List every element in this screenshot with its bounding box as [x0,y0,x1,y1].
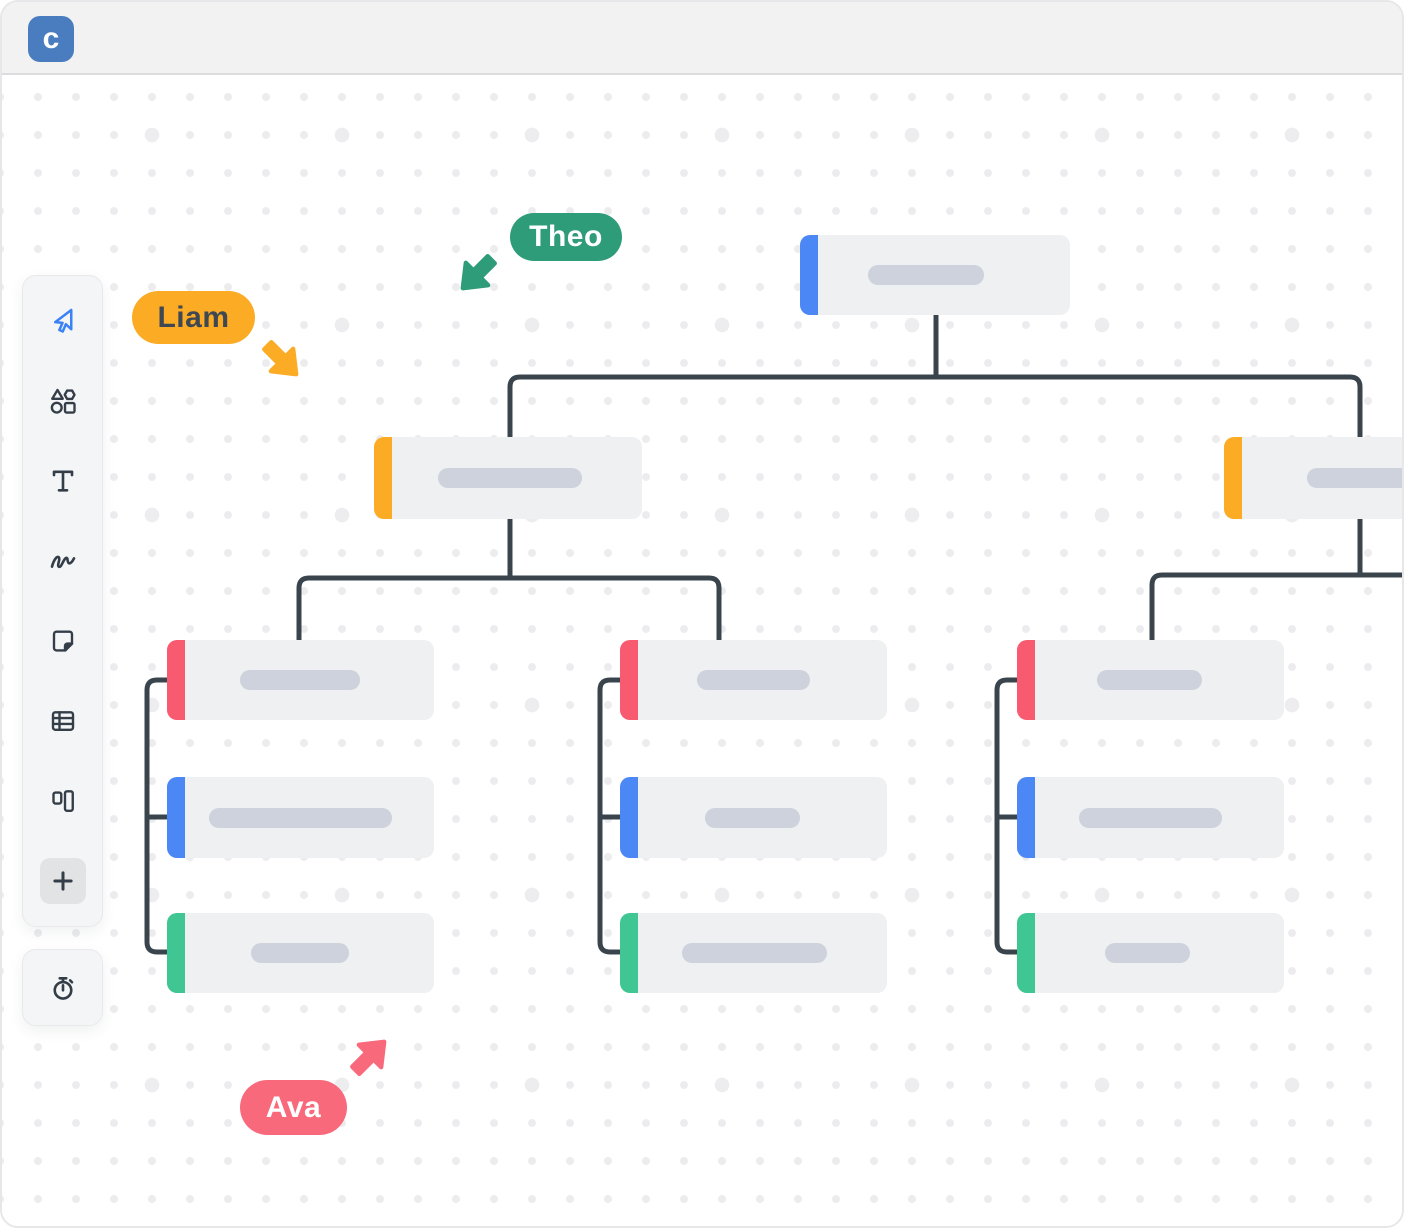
node-accent-bar [167,640,185,720]
connector-rail-right-stack [994,677,1020,955]
node-middle-1[interactable] [620,640,887,720]
timer-tool-button[interactable] [40,965,86,1011]
node-accent-bar [167,777,185,858]
node-left-2[interactable] [167,777,434,858]
node-branch-left[interactable] [374,437,642,519]
node-text-placeholder [1079,807,1222,828]
connector-rail-left-stack [144,677,170,955]
connector-rail-middle-stack [597,677,623,955]
shapes-tool-button[interactable] [40,378,86,424]
node-right-2[interactable] [1017,777,1284,858]
kanban-tool-button[interactable] [40,778,86,824]
node-accent-bar [620,913,638,993]
plus-icon [52,871,73,891]
connector-root-to-branches [507,312,1363,440]
sticky-note-tool-button[interactable] [40,618,86,664]
node-text-placeholder [251,943,349,963]
shapes-icon [50,388,76,414]
stopwatch-icon [52,976,73,1000]
app-logo[interactable]: c [28,16,74,62]
canvas[interactable]: Theo Liam Ava [2,75,1402,1226]
collaborator-label-theo: Theo [510,213,622,261]
node-text-placeholder [697,670,810,690]
node-text-placeholder [240,670,360,690]
collaborator-cursor-ava [350,1039,387,1076]
node-left-3[interactable] [167,913,434,993]
node-text-placeholder [868,265,984,285]
node-branch-right[interactable] [1224,437,1402,519]
text-tool-button[interactable] [40,458,86,504]
node-text-placeholder [682,943,827,963]
collaborator-label-ava: Ava [240,1080,347,1135]
node-middle-2[interactable] [620,777,887,858]
node-accent-bar [620,777,638,858]
connector-right-branch-to-stacks [1149,516,1402,643]
collaborator-cursor-liam [262,340,299,377]
node-middle-3[interactable] [620,913,887,993]
node-text-placeholder [209,807,392,828]
node-text-placeholder [1307,468,1402,488]
select-tool-button[interactable] [40,298,86,344]
node-text-placeholder [705,807,800,828]
node-root[interactable] [800,235,1070,315]
node-accent-bar [1017,777,1035,858]
node-left-1[interactable] [167,640,434,720]
node-accent-bar [800,235,818,315]
node-accent-bar [1224,437,1242,519]
node-right-1[interactable] [1017,640,1284,720]
pen-icon [50,555,75,569]
connector-left-branch-to-stacks [296,516,722,643]
node-accent-bar [1017,640,1035,720]
kanban-icon [51,790,74,812]
node-accent-bar [1017,913,1035,993]
timer-panel [22,949,103,1026]
text-icon [52,470,73,492]
app-logo-letter: c [42,22,60,55]
table-icon [51,711,74,731]
draw-tool-button[interactable] [40,538,86,584]
sticky-note-icon [52,630,73,652]
node-accent-bar [167,913,185,993]
node-text-placeholder [1097,670,1202,690]
collaborator-cursor-theo [460,254,497,291]
node-text-placeholder [438,468,582,488]
node-text-placeholder [1105,943,1190,963]
collaborator-label-liam: Liam [132,291,255,344]
top-bar: c [2,2,1402,75]
cursor-icon [53,308,72,333]
table-tool-button[interactable] [40,698,86,744]
node-accent-bar [620,640,638,720]
node-accent-bar [374,437,392,519]
add-more-tools-button[interactable] [39,858,86,904]
toolbar [22,275,103,927]
node-right-3[interactable] [1017,913,1284,993]
